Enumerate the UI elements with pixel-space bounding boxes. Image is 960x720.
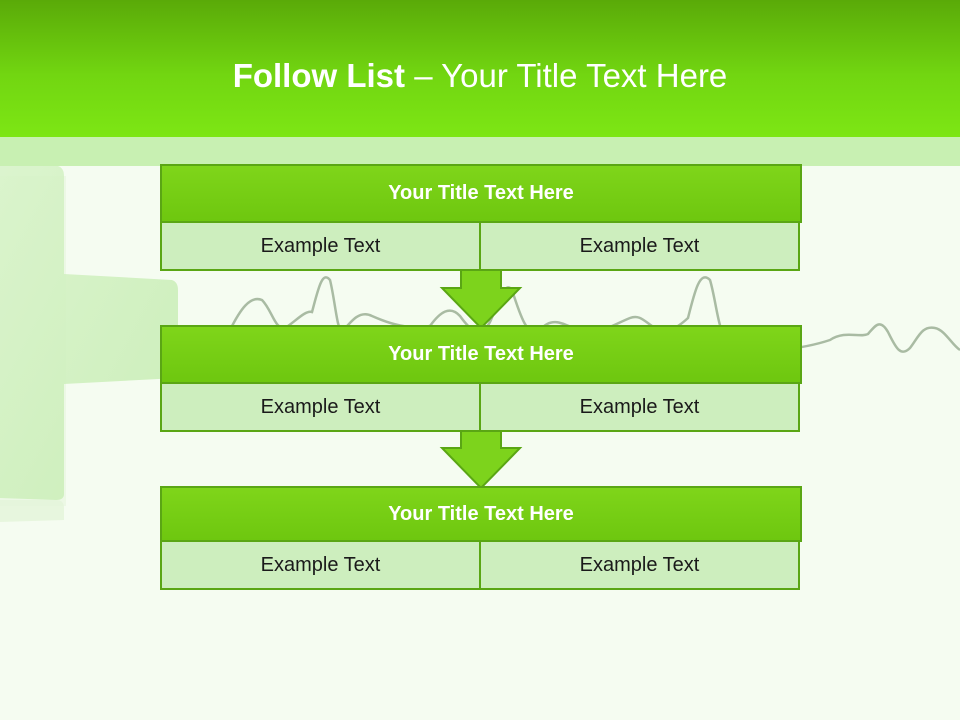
step-cell-left: Example Text [160, 540, 481, 590]
step-title: Your Title Text Here [160, 164, 802, 223]
step-cell-left: Example Text [160, 221, 481, 271]
down-arrow-2 [439, 427, 523, 490]
header-strip [0, 137, 960, 166]
step-block-1: Your Title Text Here Example Text Exampl… [160, 164, 802, 272]
step-cell-right: Example Text [479, 382, 800, 432]
medical-cross-shape [0, 158, 178, 522]
title-bold: Follow List [232, 57, 406, 94]
down-arrow-1 [439, 267, 523, 330]
step-cell-left: Example Text [160, 382, 481, 432]
header-bar [0, 0, 960, 137]
step-cell-right: Example Text [479, 540, 800, 590]
step-title: Your Title Text Here [160, 486, 802, 542]
step-block-2: Your Title Text Here Example Text Exampl… [160, 325, 802, 433]
step-title: Your Title Text Here [160, 325, 802, 384]
title-rest: – Your Title Text Here [405, 57, 728, 94]
step-cell-right: Example Text [479, 221, 800, 271]
page-title: Follow List – Your Title Text Here [0, 52, 960, 100]
step-block-3: Your Title Text Here Example Text Exampl… [160, 486, 802, 594]
